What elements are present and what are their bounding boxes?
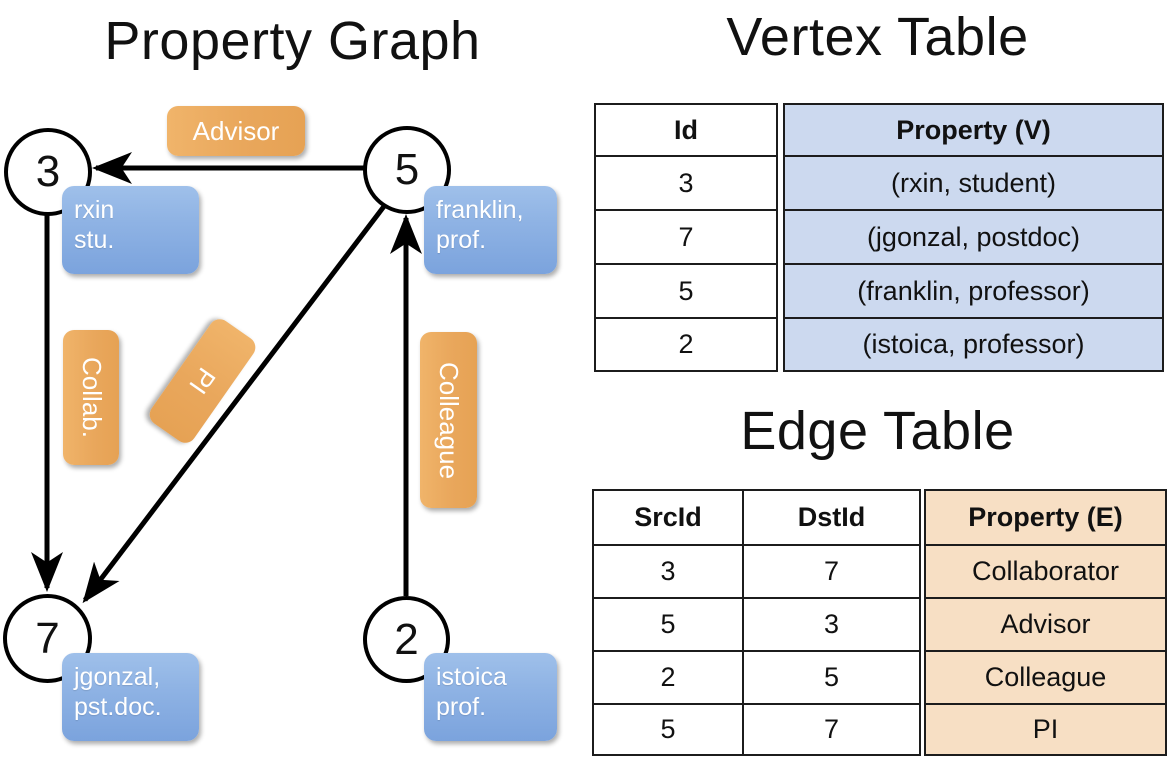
edge-table-cell-src-2: 2	[594, 652, 743, 705]
edge-label-colleague-text: Colleague	[434, 361, 464, 479]
vertex-node-2[interactable]: 2	[363, 596, 450, 683]
vertex-table-property-column: Property (V) (rxin, student) (jgonzal, p…	[783, 103, 1164, 372]
vertex-table-cell-property-0: (rxin, student)	[785, 157, 1162, 211]
vertex-property-5-line2: prof.	[436, 226, 487, 254]
vertex-property-3-line1: rxin	[74, 196, 115, 224]
vertex-table-header-id: Id	[596, 105, 776, 157]
graph-edges-canvas	[31, 152, 422, 604]
vertex-property-box-2: istoica prof.	[424, 653, 557, 741]
edge-table-cell-property-1: Advisor	[926, 599, 1165, 652]
vertex-property-7-line1: jgonzal,	[74, 663, 161, 691]
edge-table-cell-property-0: Collaborator	[926, 546, 1165, 599]
edge-table-cell-dst-2: 5	[744, 652, 919, 705]
edge-label-advisor: Advisor	[167, 106, 305, 156]
vertex-property-box-7: jgonzal, pst.doc.	[62, 653, 199, 741]
vertex-table-cell-id-2: 5	[596, 265, 776, 319]
edge-label-collab-text: Collab.	[76, 357, 107, 438]
vertex-property-box-3: rxin stu.	[62, 186, 199, 274]
vertex-table-header-property: Property (V)	[785, 105, 1162, 157]
vertex-table-cell-property-2: (franklin, professor)	[785, 265, 1162, 319]
vertex-table-cell-id-3: 2	[678, 329, 694, 359]
vertex-table-cell-property-3: (istoica, professor)	[862, 329, 1085, 359]
vertex-property-5-line1: franklin,	[436, 196, 524, 224]
edge-table-cell-dst-3: 7	[824, 714, 840, 744]
edge-table-cell-property-2: Colleague	[926, 652, 1165, 705]
edge-table-cell-src-3: 5	[660, 714, 676, 744]
edge-table-id-columns: SrcId 3 5 2 5 DstId 7 3 5 7	[592, 489, 921, 756]
vertex-table-cell-property-1: (jgonzal, postdoc)	[785, 211, 1162, 265]
edge-table-header-property: Property (E)	[926, 491, 1165, 546]
edge-line-5-to-7	[82, 203, 387, 604]
vertex-node-5[interactable]: 5	[363, 126, 451, 214]
edge-table-cell-dst-0: 7	[744, 546, 919, 599]
vertex-node-2-label: 2	[394, 614, 419, 664]
edge-table: SrcId 3 5 2 5 DstId 7 3 5 7 Property (E)…	[592, 489, 1167, 757]
vertex-table-cell-id-0: 3	[596, 157, 776, 211]
vertex-node-5-label: 5	[394, 145, 420, 194]
vertex-node-3-label: 3	[35, 147, 61, 196]
edge-table-src-column: SrcId 3 5 2 5	[594, 491, 745, 754]
edge-label-advisor-text: Advisor	[192, 115, 280, 146]
edge-table-dst-column: DstId 7 3 5 7	[744, 491, 919, 754]
edge-table-header-dstid: DstId	[744, 491, 919, 546]
vertex-property-2-line1: istoica	[436, 663, 507, 691]
vertex-property-3-line2: stu.	[74, 226, 115, 254]
edge-table-property-column: Property (E) Collaborator Advisor Collea…	[924, 489, 1167, 756]
edge-table-header-srcid: SrcId	[594, 491, 743, 546]
vertex-property-box-5: franklin, prof.	[424, 186, 557, 274]
edge-table-cell-src-1: 5	[594, 599, 743, 652]
vertex-node-7-label: 7	[35, 613, 60, 663]
vertex-table: Id 3 7 5 2 Property (V) (rxin, student) …	[594, 103, 1164, 373]
edge-label-pi-text: PI	[183, 362, 223, 400]
edge-table-cell-src-0: 3	[594, 546, 743, 599]
property-graph-title: Property Graph	[104, 11, 481, 71]
edge-table-cell-dst-1: 3	[744, 599, 919, 652]
edge-table-cell-property-3: PI	[1032, 714, 1059, 744]
edge-table-title: Edge Table	[740, 401, 1015, 461]
vertex-table-title: Vertex Table	[726, 7, 1029, 67]
vertex-property-7-line2: pst.doc.	[74, 693, 162, 721]
vertex-table-cell-id-1: 7	[596, 211, 776, 265]
vertex-property-2-line2: prof.	[436, 693, 487, 721]
vertex-table-id-column: Id 3 7 5 2	[594, 103, 778, 372]
edge-label-colleague: Colleague	[420, 332, 477, 508]
edge-label-collab: Collab.	[63, 330, 119, 465]
